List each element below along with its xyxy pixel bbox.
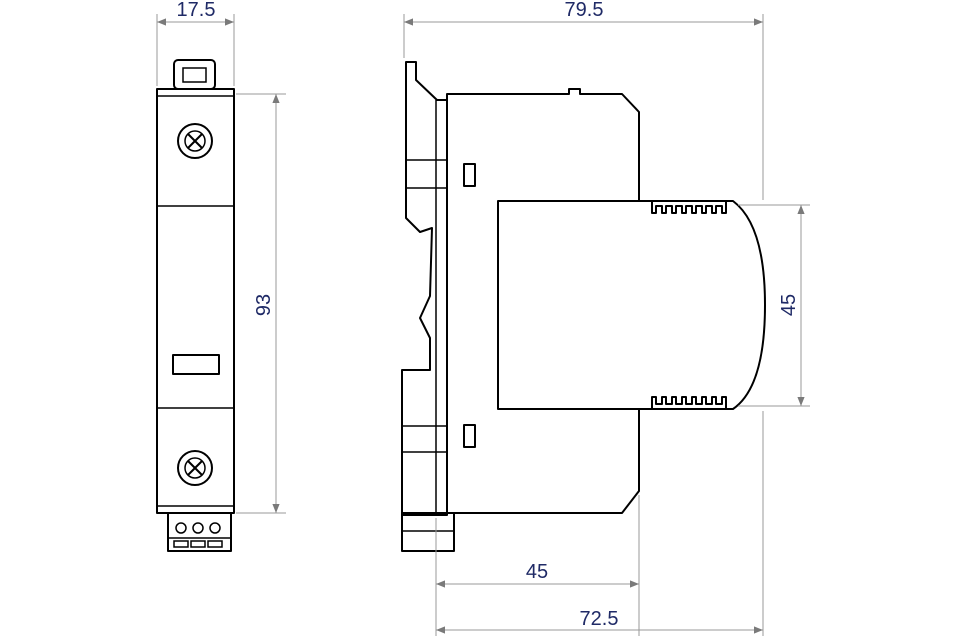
module-grip-bottom xyxy=(651,396,727,409)
dim-label-module-depth: 45 xyxy=(526,561,548,583)
front-handle xyxy=(173,59,216,90)
dimension-module-height: 45 xyxy=(738,204,810,407)
side-view xyxy=(401,61,766,552)
dim-label-front-height: 93 xyxy=(253,294,275,316)
module-grip-top xyxy=(651,201,727,214)
dimension-side-base: 72.5 xyxy=(436,411,764,636)
front-screw-top-icon xyxy=(177,123,213,159)
side-slot-top xyxy=(463,163,476,187)
side-connector xyxy=(401,512,455,552)
dimension-front-width: 17.5 xyxy=(156,0,235,86)
dim-label-side-base: 72.5 xyxy=(580,608,619,630)
dimension-module-depth: 45 xyxy=(435,495,640,636)
front-connector xyxy=(167,512,232,552)
connector-pin-2 xyxy=(192,522,204,534)
side-slot-bottom xyxy=(463,424,476,448)
dim-label-side-total: 79.5 xyxy=(565,0,604,21)
dimension-side-total: 79.5 xyxy=(403,0,764,200)
front-view xyxy=(156,59,235,552)
dim-label-module-height: 45 xyxy=(778,294,800,316)
front-status-window xyxy=(172,354,220,375)
front-screw-bottom-icon xyxy=(177,450,213,486)
connector-pin-3 xyxy=(209,522,221,534)
connector-pin-1 xyxy=(175,522,187,534)
din-clip xyxy=(401,61,448,516)
side-base-body xyxy=(446,88,640,514)
dimension-front-height: 93 xyxy=(236,93,286,514)
front-body xyxy=(156,88,235,514)
side-plug-module xyxy=(497,200,766,410)
dim-label-front-width: 17.5 xyxy=(177,0,216,21)
front-handle-slot xyxy=(182,67,207,83)
